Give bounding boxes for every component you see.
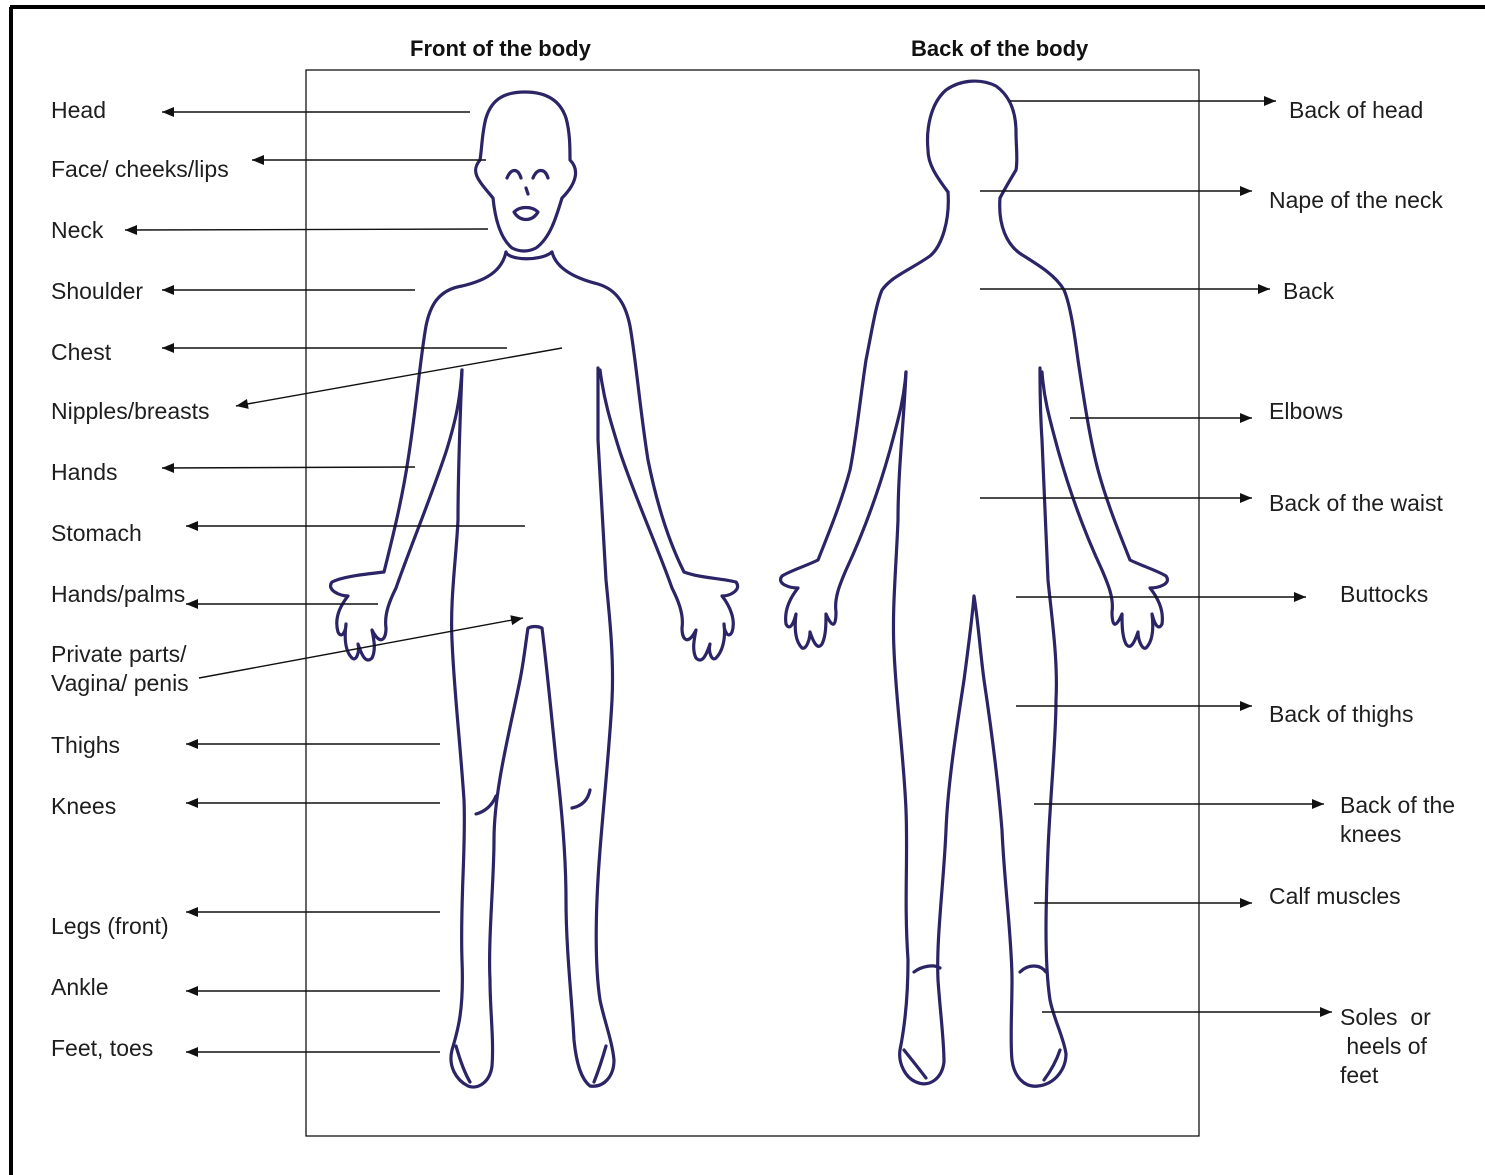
front-body-outline [331,92,738,1087]
arrowhead-icon [1240,413,1252,423]
arrowhead-icon [1312,799,1324,809]
back-label-back-of-the-waist: Back of the waist [1269,489,1443,518]
back-label-back-of-the-knees: Back of the knees [1340,791,1455,849]
arrowhead-icon [252,155,264,165]
arrowhead-icon [186,521,198,531]
front-label-chest: Chest [51,338,111,367]
front-label-stomach: Stomach [51,519,142,548]
arrow-line [199,618,523,678]
back-label-elbows: Elbows [1269,397,1343,426]
back-body-outline [781,81,1168,1086]
front-title: Front of the body [410,36,591,62]
back-label-back: Back [1283,277,1334,306]
arrowhead-icon [186,739,198,749]
arrowhead-icon [186,907,198,917]
arrowhead-icon [1258,284,1270,294]
front-label-private-parts-vagina-penis: Private parts/ Vagina/ penis [51,640,189,698]
arrowhead-icon [236,399,249,409]
arrowhead-icon [510,615,523,625]
arrowhead-icon [1240,186,1252,196]
arrowhead-icon [1240,701,1252,711]
arrowhead-icon [186,599,198,609]
arrowhead-icon [186,798,198,808]
arrowhead-icon [1294,592,1306,602]
back-label-calf-muscles: Calf muscles [1269,882,1401,911]
front-label-head: Head [51,96,106,125]
front-label-neck: Neck [51,216,103,245]
front-label-ankle: Ankle [51,973,109,1002]
front-label-legs-front: Legs (front) [51,912,169,941]
arrowhead-icon [1240,493,1252,503]
arrowhead-icon [186,986,198,996]
arrowhead-icon [162,285,174,295]
front-label-hands-palms: Hands/palms [51,580,185,609]
back-label-back-of-thighs: Back of thighs [1269,700,1413,729]
arrowhead-icon [125,225,137,235]
back-label-nape-of-the-neck: Nape of the neck [1269,186,1443,215]
arrowhead-icon [1240,898,1252,908]
front-label-feet-toes: Feet, toes [51,1034,153,1063]
figure-box [306,70,1199,1136]
arrowhead-icon [162,107,174,117]
arrow-line [125,229,488,230]
front-label-thighs: Thighs [51,731,120,760]
arrow-line [236,348,562,406]
back-title: Back of the body [911,36,1088,62]
front-label-knees: Knees [51,792,116,821]
arrowhead-icon [1320,1007,1332,1017]
arrow-line [162,467,415,468]
back-label-buttocks: Buttocks [1340,580,1428,609]
back-label-soles-or-heels-of-feet: Soles or heels of feet [1340,1003,1431,1090]
arrowhead-icon [162,463,174,473]
arrowhead-icon [162,343,174,353]
back-label-back-of-head: Back of head [1289,96,1423,125]
front-label-face-cheeks-lips: Face/ cheeks/lips [51,155,229,184]
front-label-shoulder: Shoulder [51,277,143,306]
arrowhead-icon [1264,96,1276,106]
front-label-hands: Hands [51,458,117,487]
arrowhead-icon [186,1047,198,1057]
front-label-nipples-breasts: Nipples/breasts [51,397,210,426]
